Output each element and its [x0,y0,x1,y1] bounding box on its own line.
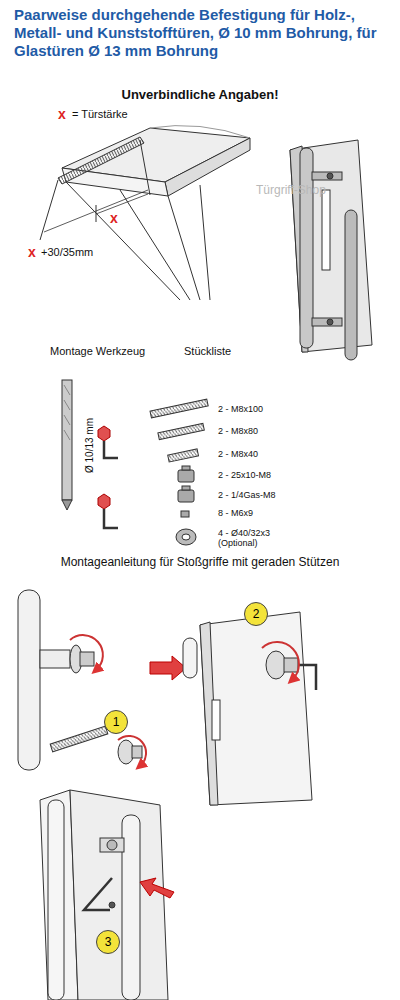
label: Montageanleitung für Stoßgriffe mit gera… [61,556,340,570]
callout-text: 3 [105,935,112,949]
label: +30/35mm [41,246,93,259]
label: x [58,106,66,122]
label: 2 - M8x40 [218,449,258,459]
label: Türgriff-Shop [256,184,326,198]
label: Montage Werkzeug [50,345,145,358]
callout-text: 2 [253,607,260,621]
label: Stückliste [184,345,231,358]
callout-number: 2 [244,602,268,626]
label: 2 - M8x100 [218,404,263,414]
label: = Türstärke [72,108,128,121]
label: 8 - M6x9 [218,508,253,518]
label: Ø 10/13 mm [84,418,96,473]
label: 2 - 1/4Gas-M8 [218,490,276,500]
label: 2 - M8x80 [218,426,258,436]
label: x [110,210,118,226]
title: Paarweise durchgehende Befestigung für H… [14,6,386,60]
label: x [28,244,36,260]
callout-number: 3 [96,930,120,954]
callout-number: 1 [104,710,128,734]
label: Unverbindliche Angaben! [122,88,279,103]
label: 4 - Ø40/32x3 (Optional) [218,528,296,549]
label: 2 - 25x10-M8 [218,470,271,480]
callout-text: 1 [113,715,120,729]
